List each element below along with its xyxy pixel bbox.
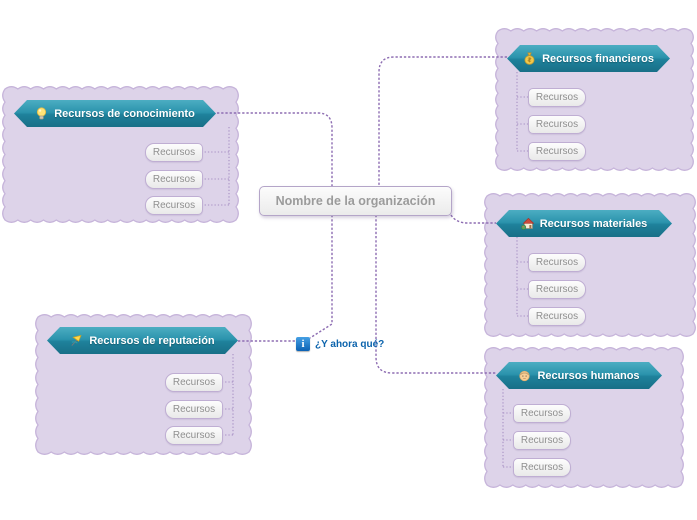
subtopic-recursos[interactable]: Recursos [528, 253, 586, 272]
subtopic-recursos[interactable]: Recursos [165, 400, 223, 419]
info-icon: i [296, 337, 310, 351]
lightbulb-icon [35, 107, 48, 120]
child-connectors-conocimiento [202, 127, 230, 206]
topic-label: Recursos de conocimiento [54, 107, 195, 120]
central-topic-label: Nombre de la organización [275, 194, 436, 208]
subtopic-recursos[interactable]: Recursos [145, 143, 203, 162]
note-y-ahora-que[interactable]: i ¿Y ahora qué? [296, 337, 384, 351]
connector-center-humanos [375, 215, 496, 374]
topic-label: Recursos de reputación [89, 334, 215, 347]
topic-recursos-materiales[interactable]: Recursos materiales [496, 210, 672, 237]
subtopic-recursos[interactable]: Recursos [145, 170, 203, 189]
subtopic-recursos[interactable]: Recursos [528, 280, 586, 299]
connector-center-materiales [450, 214, 496, 224]
subtopic-recursos[interactable]: Recursos [145, 196, 203, 215]
house-icon [521, 217, 534, 230]
topic-recursos-financieros[interactable]: Recursos financieros [507, 45, 670, 72]
flag-icon [70, 334, 83, 347]
note-label: ¿Y ahora qué? [315, 338, 385, 350]
topic-recursos-de-conocimiento[interactable]: Recursos de conocimiento [14, 100, 216, 127]
person-icon [518, 369, 531, 382]
subtopic-recursos[interactable]: Recursos [165, 373, 223, 392]
subtopic-recursos[interactable]: Recursos [528, 307, 586, 326]
connector-center-financieros [378, 56, 507, 186]
topic-recursos-de-reputacion[interactable]: Recursos de reputación [47, 327, 238, 354]
subtopic-recursos[interactable]: Recursos [528, 88, 586, 107]
subtopic-recursos[interactable]: Recursos [513, 458, 571, 477]
subtopic-recursos[interactable]: Recursos [165, 426, 223, 445]
subtopic-recursos[interactable]: Recursos [528, 115, 586, 134]
central-topic[interactable]: Nombre de la organización [259, 186, 452, 216]
connector-center-conocimiento [217, 112, 333, 186]
topic-label: Recursos materiales [539, 217, 648, 230]
subtopic-recursos[interactable]: Recursos [528, 142, 586, 161]
subtopic-recursos[interactable]: Recursos [513, 431, 571, 450]
topic-label: Recursos financieros [542, 52, 654, 65]
subtopic-recursos[interactable]: Recursos [513, 404, 571, 423]
connector-center-note [309, 215, 333, 339]
child-connectors-reputacion [222, 354, 234, 436]
topic-recursos-humanos[interactable]: Recursos humanos [496, 362, 662, 389]
topic-label: Recursos humanos [537, 369, 640, 382]
money-bag-icon [523, 52, 536, 65]
